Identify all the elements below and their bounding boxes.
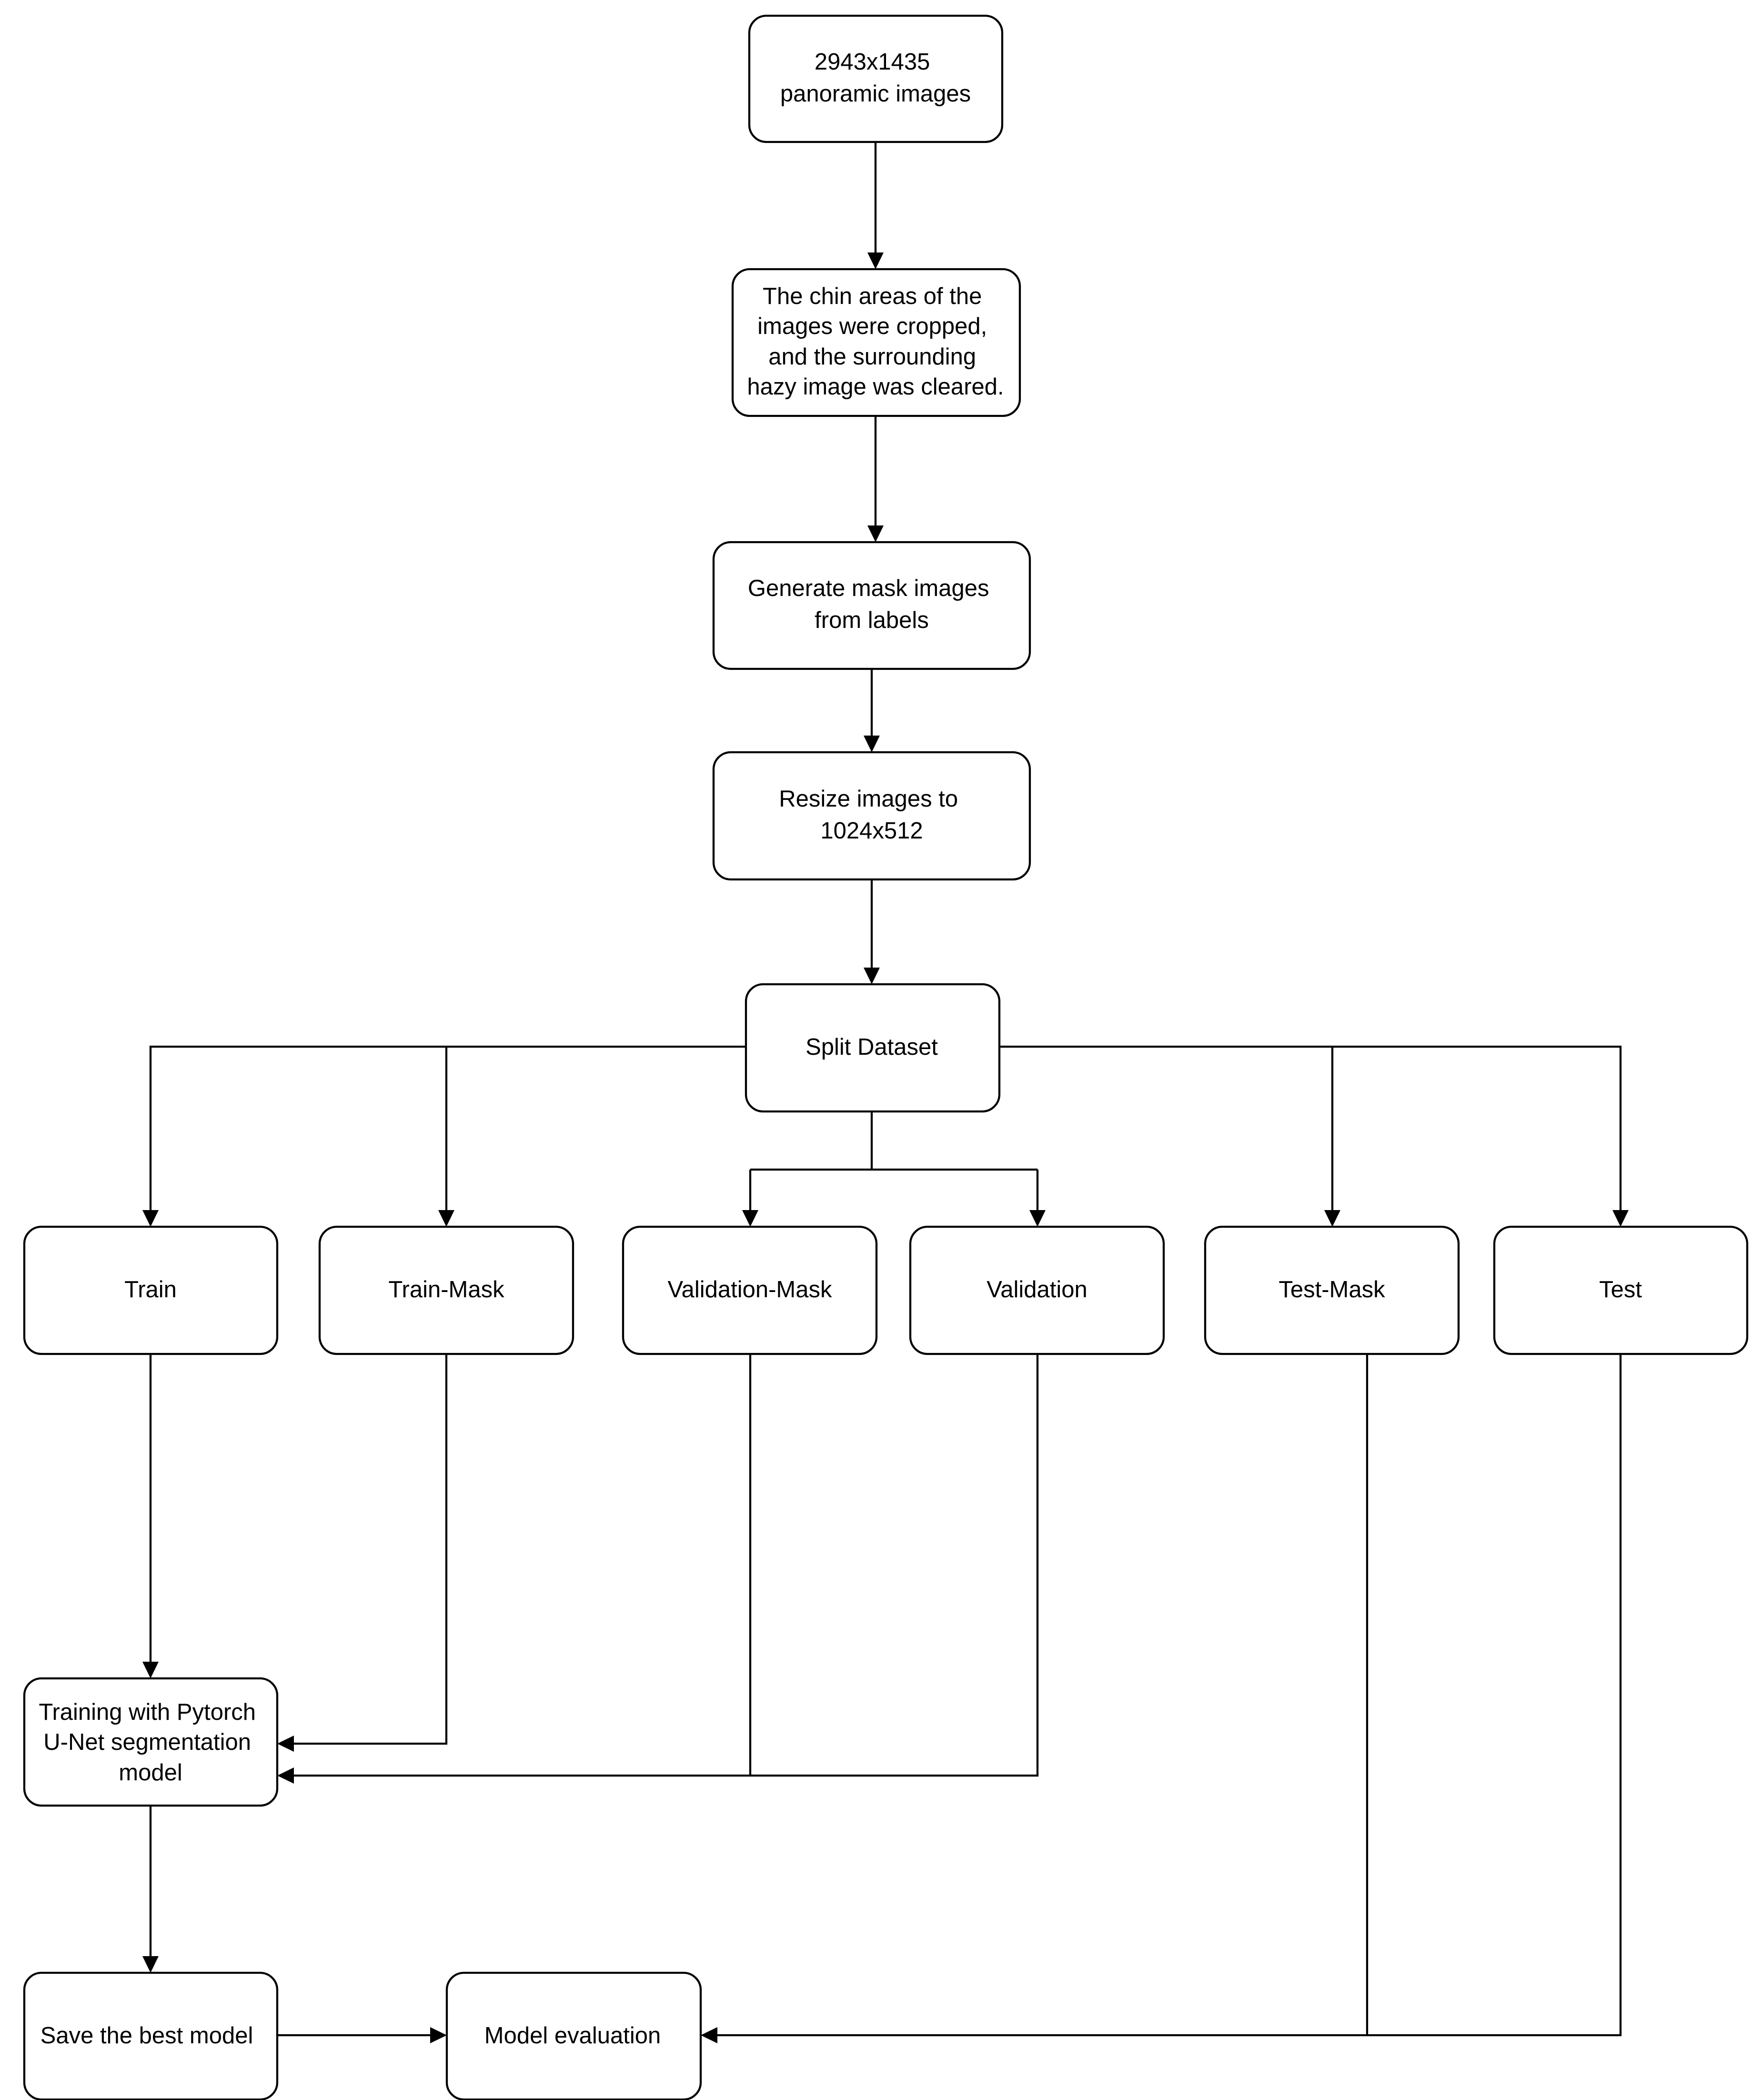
node-training-line-1: Training with Pytorch xyxy=(39,1699,256,1725)
arrowhead-evaluation-left xyxy=(430,2027,447,2043)
node-model-evaluation-line-1: Model evaluation xyxy=(484,2023,661,2049)
arrowhead-generate xyxy=(867,525,884,542)
node-train-mask-line-1: Train-Mask xyxy=(388,1277,504,1302)
svg-text:Validation: Validation xyxy=(987,1277,1087,1302)
node-resize-images: Resize images to 1024x512 xyxy=(712,751,1031,881)
node-resize-images-line-2: 1024x512 xyxy=(820,818,923,844)
arrowhead-evaluation-right xyxy=(701,2027,717,2043)
arrowhead-validation-mask xyxy=(742,1210,758,1227)
svg-text:Model evaluation: Model evaluation xyxy=(484,2023,661,2049)
node-validation: Validation xyxy=(909,1225,1165,1355)
node-panoramic-images: 2943x1435 panoramic images xyxy=(748,14,1004,143)
flowchart-edges xyxy=(142,142,1629,2043)
node-generate-masks: Generate mask images from labels xyxy=(712,541,1031,670)
node-test-line-1: Test xyxy=(1599,1277,1642,1302)
node-test-mask: Test-Mask xyxy=(1204,1225,1460,1355)
arrowhead-save xyxy=(142,1956,159,1973)
svg-text:Test-Mask: Test-Mask xyxy=(1279,1277,1385,1302)
node-test: Test xyxy=(1493,1225,1749,1355)
arrowhead-split xyxy=(864,968,880,984)
node-crop-chin-line-3: and the surrounding xyxy=(768,344,976,370)
arrowhead-test-mask xyxy=(1324,1210,1340,1227)
node-crop-chin-line-1: The chin areas of the xyxy=(763,283,982,309)
arrowhead-train xyxy=(142,1210,159,1227)
node-generate-masks-line-2: from labels xyxy=(815,607,929,633)
node-split-dataset: Split Dataset xyxy=(745,983,1001,1113)
svg-text:Training with Pytorch: Training with Pytorch U-Net segmentation… xyxy=(39,1699,262,1786)
node-crop-chin: The chin areas of the images were croppe… xyxy=(731,268,1021,417)
node-train: Train xyxy=(23,1225,279,1355)
svg-text:Generate mask images f: Generate mask images from labels xyxy=(748,575,996,633)
arrowhead-validation xyxy=(1029,1210,1046,1227)
svg-text:Test: Test xyxy=(1599,1277,1642,1302)
svg-text:Train-Mask: Train-Mask xyxy=(388,1277,504,1302)
node-training-line-3: model xyxy=(119,1760,182,1786)
node-save-best-model-line-1: Save the best model xyxy=(40,2023,253,2049)
edge-split-to-validation-branch xyxy=(750,1111,1037,1171)
node-train-line-1: Train xyxy=(124,1277,177,1302)
svg-text:Save the best model: Save the best model xyxy=(40,2023,253,2049)
svg-text:Train: Train xyxy=(124,1277,177,1302)
node-training-line-2: U-Net segmentation xyxy=(43,1729,251,1755)
arrowhead-resize xyxy=(864,736,880,752)
node-validation-line-1: Validation xyxy=(987,1277,1087,1302)
arrowhead-training-top xyxy=(142,1662,159,1678)
arrowhead-train-mask xyxy=(438,1210,454,1227)
edge-validation-to-training xyxy=(294,1354,1039,1777)
flowchart-nodes: 2943x1435 panoramic images The chin area… xyxy=(23,14,1749,2100)
arrowhead-training-upper xyxy=(277,1736,294,1752)
edge-split-to-test xyxy=(999,1045,1622,1210)
node-model-evaluation: Model evaluation xyxy=(445,1971,702,2100)
svg-text:Validation-Mask: Validation-Mask xyxy=(668,1277,832,1302)
svg-text:Split Dataset: Split Dataset xyxy=(805,1034,938,1060)
node-crop-chin-line-4: hazy image was cleared. xyxy=(747,374,1004,400)
node-panoramic-images-line-1: 2943x1435 xyxy=(815,49,930,75)
edge-train-mask-to-training xyxy=(294,1354,448,1745)
arrowhead-test xyxy=(1612,1210,1629,1227)
node-crop-chin-line-2: images were cropped, xyxy=(757,313,987,339)
edge-split-to-train xyxy=(149,1045,746,1210)
node-train-mask: Train-Mask xyxy=(318,1225,574,1355)
node-resize-images-line-1: Resize images to xyxy=(779,786,958,812)
edge-test-to-evaluation xyxy=(717,1354,1622,2037)
node-split-dataset-line-1: Split Dataset xyxy=(805,1034,938,1060)
arrowhead-crop xyxy=(867,252,884,269)
svg-text:2943x1435 panoramic im: 2943x1435 panoramic images xyxy=(780,49,971,107)
node-test-mask-line-1: Test-Mask xyxy=(1279,1277,1385,1302)
node-validation-mask: Validation-Mask xyxy=(622,1225,878,1355)
svg-text:The chin areas of the: The chin areas of the images were croppe… xyxy=(747,283,1004,400)
node-generate-masks-line-1: Generate mask images xyxy=(748,575,989,601)
svg-text:Resize images to 1024x: Resize images to 1024x512 xyxy=(779,786,964,844)
node-panoramic-images-line-2: panoramic images xyxy=(780,81,971,107)
node-training: Training with Pytorch U-Net segmentation… xyxy=(23,1677,279,1807)
node-save-best-model: Save the best model xyxy=(23,1971,279,2100)
node-validation-mask-line-1: Validation-Mask xyxy=(668,1277,832,1302)
arrowhead-training-lower xyxy=(277,1767,294,1784)
